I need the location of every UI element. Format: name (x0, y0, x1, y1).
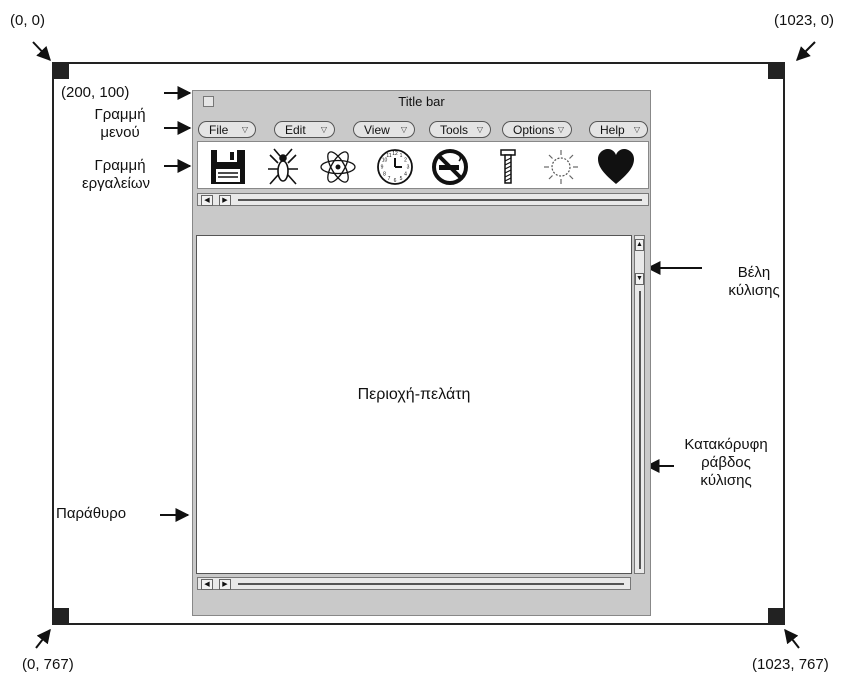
scroll-right-arrow-icon[interactable]: ▶ (219, 579, 231, 590)
menu-edit-label: Edit (285, 123, 306, 137)
scroll-down-arrow-icon[interactable]: ▼ (635, 273, 644, 285)
client-horizontal-scrollbar[interactable]: ◀ ▶ (197, 577, 631, 590)
svg-text:1: 1 (400, 153, 403, 159)
svg-text:10: 10 (382, 158, 388, 164)
menu-view[interactable]: View ▽ (353, 121, 415, 138)
coord-top-right: (1023, 0) (774, 12, 835, 29)
arrow-top-left (32, 41, 51, 62)
menu-options[interactable]: Options▽ (502, 121, 572, 138)
svg-text:12: 12 (392, 151, 398, 157)
window-menu-button[interactable] (203, 96, 214, 107)
corner-bottom-left (53, 608, 69, 624)
svg-text:4: 4 (404, 172, 407, 178)
client-area-label: Περιοχή-πελάτη (357, 386, 471, 403)
arrow-top-right (796, 41, 816, 61)
screw-icon[interactable] (488, 147, 528, 187)
svg-text:2: 2 (404, 158, 407, 164)
coord-top-left: (0, 0) (10, 12, 46, 29)
scroll-track[interactable] (238, 583, 624, 585)
scroll-right-arrow-icon[interactable]: ▶ (219, 195, 231, 206)
dropdown-triangle-icon: ▽ (320, 125, 327, 134)
label-vscroll-line3: κύλισης (700, 472, 752, 489)
menu-help-label: Help (600, 123, 625, 137)
label-toolbar-line2: εργαλείων (81, 175, 151, 192)
label-menu-bar-line2: μενού (100, 124, 140, 141)
label-vscroll-line2: ράβδος (701, 454, 751, 471)
menu-tools-label: Tools (440, 123, 469, 137)
menu-edit[interactable]: Edit ▽ (274, 121, 335, 138)
label-scroll-arrows-line1: Βέλη (737, 264, 771, 281)
menu-tools[interactable]: Tools ▽ (429, 121, 491, 138)
vertical-scrollbar[interactable]: ▲ ▼ (634, 235, 645, 574)
label-toolbar-line1: Γραμμή (94, 157, 146, 174)
atom-icon[interactable] (318, 147, 358, 187)
bug-icon[interactable] (263, 147, 303, 187)
svg-text:3: 3 (407, 165, 410, 171)
scroll-track[interactable] (238, 199, 642, 201)
corner-bottom-right (768, 608, 784, 624)
svg-text:7: 7 (388, 176, 391, 182)
label-menu-bar-line1: Γραμμή (94, 106, 146, 123)
arrow-bottom-right (784, 628, 800, 649)
no-smoking-icon[interactable] (430, 147, 470, 187)
screen-frame (52, 62, 785, 625)
svg-text:8: 8 (383, 172, 386, 178)
vertical-scroll-track[interactable] (639, 291, 641, 569)
application-window: Title bar File ▽ Edit ▽ View ▽ Tools ▽ Optio… (192, 90, 651, 616)
label-window: Παράθυρο (56, 505, 127, 522)
window-title: Title bar (398, 94, 445, 109)
title-bar[interactable]: Title bar (193, 91, 650, 113)
svg-text:11: 11 (386, 153, 391, 159)
scroll-left-arrow-icon[interactable]: ◀ (201, 195, 213, 206)
client-area[interactable]: Περιοχή-πελάτη (196, 235, 632, 574)
coord-window-origin: (200, 100) (61, 84, 130, 101)
arrow-bottom-left (35, 628, 51, 649)
coord-bottom-right: (1023, 767) (752, 656, 829, 673)
sun-icon[interactable] (541, 147, 581, 187)
dropdown-triangle-icon: ▽ (557, 125, 564, 134)
label-vscroll-line1: Κατακόρυφη (684, 436, 768, 453)
svg-text:5: 5 (400, 176, 403, 182)
menu-help[interactable]: Help ▽ (589, 121, 648, 138)
menu-file[interactable]: File ▽ (198, 121, 256, 138)
svg-text:6: 6 (394, 178, 397, 184)
corner-top-right (768, 63, 784, 79)
dropdown-triangle-icon: ▽ (476, 125, 483, 134)
coord-bottom-left: (0, 767) (22, 656, 74, 673)
dropdown-triangle-icon: ▽ (241, 125, 248, 134)
floppy-disk-icon[interactable] (208, 147, 248, 187)
menu-file-label: File (209, 123, 229, 137)
scroll-left-arrow-icon[interactable]: ◀ (201, 579, 213, 590)
menu-view-label: View (364, 123, 390, 137)
svg-text:9: 9 (381, 165, 384, 171)
menu-options-label: Options (513, 123, 555, 137)
toolbar-horizontal-scrollbar[interactable]: ◀ ▶ (197, 193, 649, 206)
scroll-up-arrow-icon[interactable]: ▲ (635, 239, 644, 251)
heart-icon[interactable] (596, 147, 636, 187)
label-scroll-arrows-line2: κύλισης (728, 282, 780, 299)
corner-top-left (53, 63, 69, 79)
dropdown-triangle-icon: ▽ (633, 125, 640, 134)
dropdown-triangle-icon: ▽ (400, 125, 407, 134)
